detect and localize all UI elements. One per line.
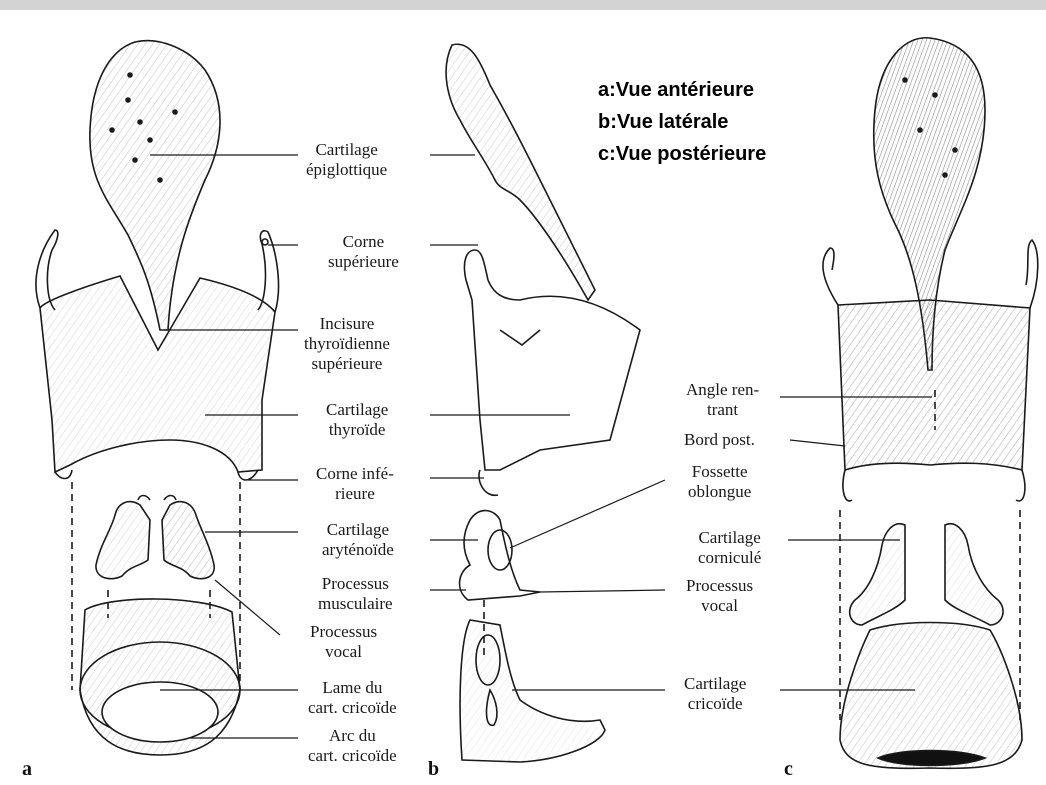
label-line: Lame du — [308, 678, 397, 698]
label-line: Cartilage — [698, 528, 761, 548]
label-line: Corne — [328, 232, 399, 252]
label-vocal-process-a: Processus vocal — [310, 622, 377, 662]
label-angle: Angle ren- trant — [686, 380, 759, 420]
label-line: musculaire — [318, 594, 393, 614]
label-line: Arc du — [308, 726, 397, 746]
label-line: Processus — [318, 574, 393, 594]
panel-letter-a: a — [22, 758, 32, 781]
label-line: Cartilage — [306, 140, 387, 160]
panel-a-drawing — [36, 41, 279, 755]
legend-lateral: b:Vue latérale — [598, 106, 766, 138]
label-line: Processus — [310, 622, 377, 642]
label-line: rieure — [316, 484, 394, 504]
legend-posterior: c:Vue postérieure — [598, 138, 766, 170]
label-line: Processus — [686, 576, 753, 596]
panel-letter-c: c — [784, 758, 793, 781]
label-inferior-horn: Corne infé- rieure — [316, 464, 394, 504]
label-corniculate-cartilage: Cartilage corniculé — [698, 528, 761, 568]
label-superior-horn: Corne supérieure — [328, 232, 399, 272]
label-posterior-border: Bord post. — [684, 430, 755, 450]
label-cricoid-arch: Arc du cart. cricoïde — [308, 726, 397, 766]
label-line: thyroïdienne — [304, 334, 390, 354]
label-line: aryténoïde — [322, 540, 394, 560]
label-line: oblongue — [688, 482, 751, 502]
label-line: Incisure — [304, 314, 390, 334]
label-muscular-process: Processus musculaire — [318, 574, 393, 614]
label-line: Cartilage — [322, 520, 394, 540]
label-arytenoid-cartilage: Cartilage aryténoïde — [322, 520, 394, 560]
label-thyroid-cartilage: Cartilage thyroïde — [326, 400, 388, 440]
label-epiglottic-cartilage: Cartilage épiglottique — [306, 140, 387, 180]
label-vocal-process-b: Processus vocal — [686, 576, 753, 616]
label-line: Cartilage — [684, 674, 746, 694]
label-line: vocal — [686, 596, 753, 616]
label-thyroid-notch: Incisure thyroïdienne supérieure — [304, 314, 390, 374]
label-cricoid-cartilage: Cartilage cricoïde — [684, 674, 746, 714]
panel-letter-b: b — [428, 758, 439, 781]
label-oblong-fossa: Fossette oblongue — [688, 462, 751, 502]
label-line: supérieure — [328, 252, 399, 272]
legend-anterior: a:Vue antérieure — [598, 74, 766, 106]
label-line: supérieure — [304, 354, 390, 374]
panel-c-drawing — [823, 38, 1038, 769]
label-line: Bord post. — [684, 430, 755, 450]
label-line: cricoïde — [684, 694, 746, 714]
label-line: vocal — [310, 642, 377, 662]
label-line: cart. cricoïde — [308, 698, 397, 718]
label-line: thyroïde — [326, 420, 388, 440]
label-line: Angle ren- — [686, 380, 759, 400]
label-cricoid-lamina: Lame du cart. cricoïde — [308, 678, 397, 718]
label-line: Corne infé- — [316, 464, 394, 484]
label-line: corniculé — [698, 548, 761, 568]
label-line: trant — [686, 400, 759, 420]
label-line: Fossette — [688, 462, 751, 482]
label-line: Cartilage — [326, 400, 388, 420]
label-line: épiglottique — [306, 160, 387, 180]
view-legend: a:Vue antérieure b:Vue latérale c:Vue po… — [598, 74, 766, 170]
label-line: cart. cricoïde — [308, 746, 397, 766]
